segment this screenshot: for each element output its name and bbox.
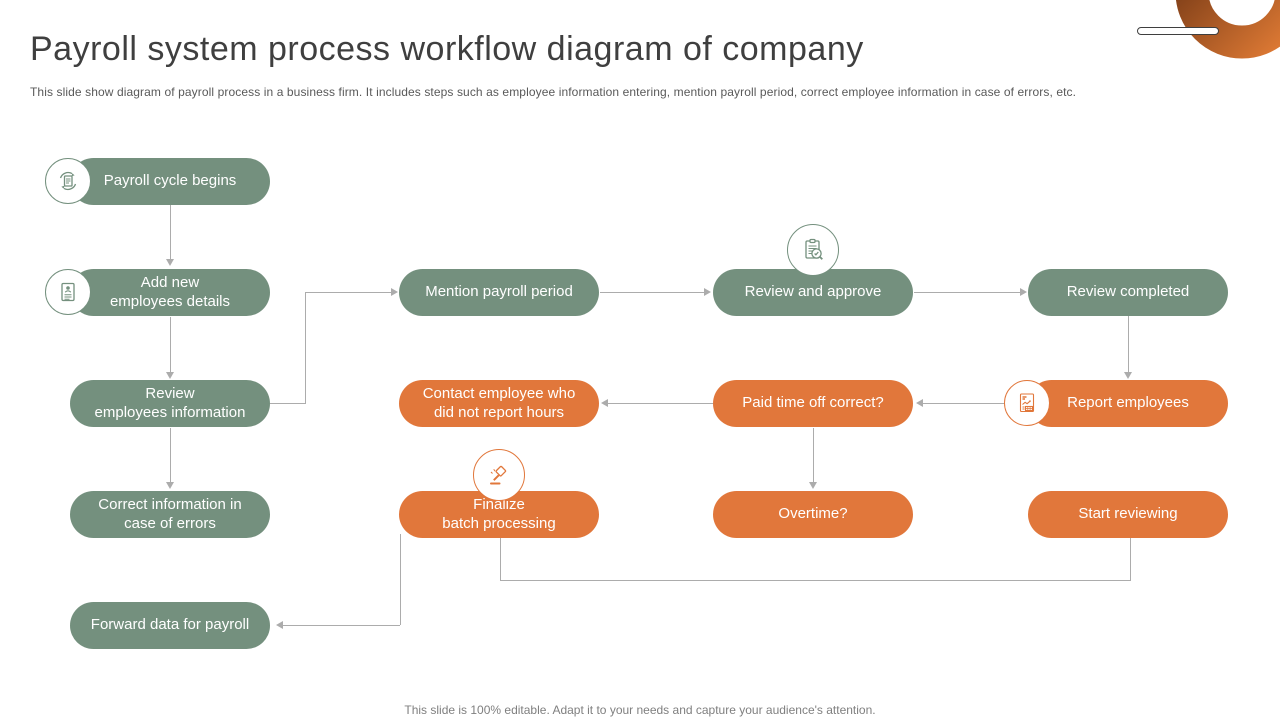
node-label: Review completed xyxy=(1066,283,1190,301)
node-start-reviewing[interactable]: Start reviewing xyxy=(1028,491,1228,538)
payroll-cycle-icon xyxy=(45,158,91,204)
node-label: Payroll cycle begins xyxy=(103,172,237,190)
node-review-employees-information[interactable]: Review employees information xyxy=(70,380,270,427)
node-forward-data-for-payroll[interactable]: Forward data for payroll xyxy=(70,602,270,649)
node-review-and-approve[interactable]: Review and approve xyxy=(713,269,913,316)
footer-note: This slide is 100% editable. Adapt it to… xyxy=(404,703,876,717)
node-correct-information-in-case-of-errors[interactable]: Correct information in case of errors xyxy=(70,491,270,538)
gavel-icon xyxy=(473,449,525,501)
node-contact-employee-who-did-not-report-hours[interactable]: Contact employee who did not report hour… xyxy=(399,380,599,427)
node-add-new-employees-details[interactable]: Add new employees details xyxy=(70,269,270,316)
node-mention-payroll-period[interactable]: Mention payroll period xyxy=(399,269,599,316)
node-review-completed[interactable]: Review completed xyxy=(1028,269,1228,316)
node-label: Review employees information xyxy=(94,385,246,421)
pill-outline-decoration xyxy=(1137,27,1219,35)
slide-subtitle: This slide show diagram of payroll proce… xyxy=(30,85,1077,99)
node-finalize-batch-processing[interactable]: Finalize batch processing xyxy=(399,491,599,538)
page-title: Payroll system process workflow diagram … xyxy=(30,30,864,68)
node-label: Finalize batch processing xyxy=(442,496,556,532)
node-payroll-cycle-begins[interactable]: Payroll cycle begins xyxy=(70,158,270,205)
corner-ring-decoration xyxy=(1176,0,1280,59)
node-label: Mention payroll period xyxy=(425,283,573,301)
node-label: Correct information in case of errors xyxy=(98,496,242,532)
node-paid-time-off-correct[interactable]: Paid time off correct? xyxy=(713,380,913,427)
node-label: Forward data for payroll xyxy=(90,616,250,634)
node-report-employees[interactable]: Report employees xyxy=(1028,380,1228,427)
node-label: Review and approve xyxy=(744,283,882,301)
employee-form-icon xyxy=(45,269,91,315)
node-label: Add new employees details xyxy=(109,274,231,310)
node-label: Report employees xyxy=(1067,394,1189,412)
review-magnifier-icon xyxy=(787,224,839,276)
node-label: Overtime? xyxy=(778,505,848,523)
node-label: Start reviewing xyxy=(1078,505,1178,523)
report-document-icon xyxy=(1004,380,1050,426)
node-label: Paid time off correct? xyxy=(742,394,884,412)
node-overtime[interactable]: Overtime? xyxy=(713,491,913,538)
node-label: Contact employee who did not report hour… xyxy=(422,385,576,421)
